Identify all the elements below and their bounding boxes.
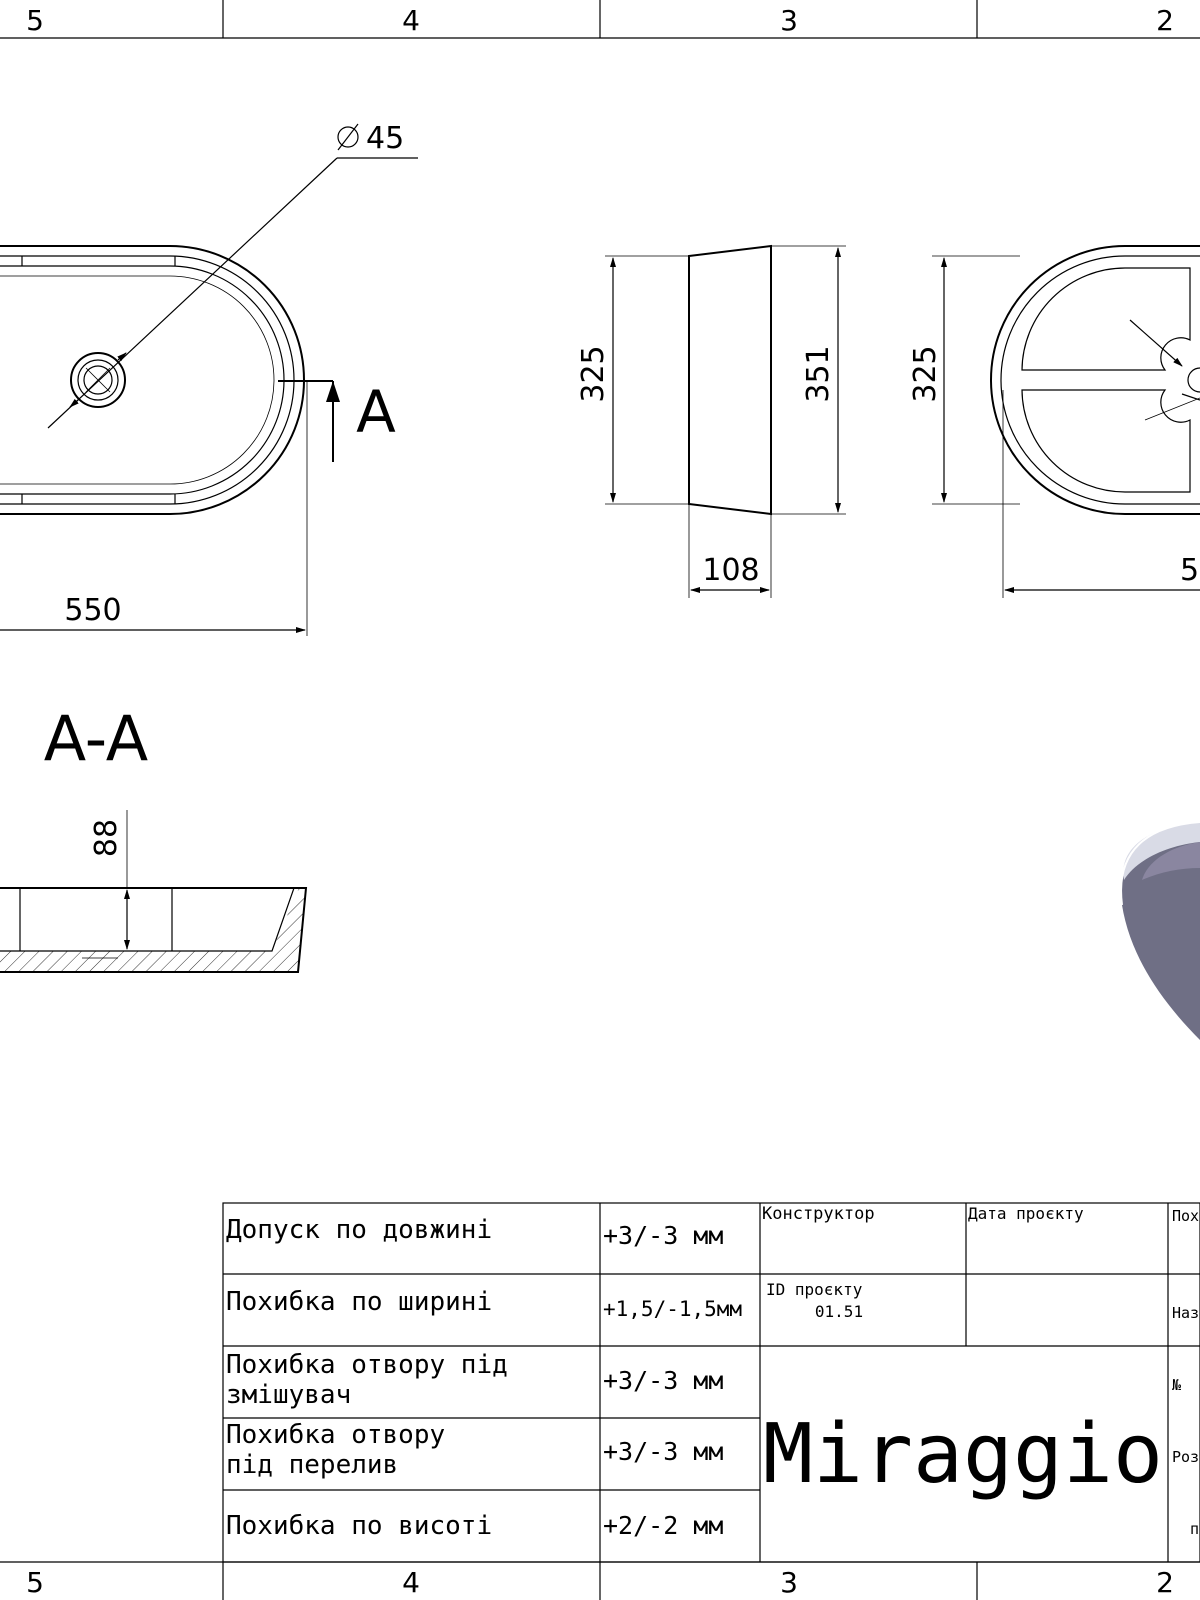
tolerance-label-mixer-hole-line1: Похибка отвору під <box>226 1350 508 1380</box>
tolerance-value-overflow-hole: +3/-3 мм <box>603 1437 723 1466</box>
tolerance-row-height: Похибка по висоті +2/-2 мм <box>226 1511 723 1541</box>
length-dimension-label: 550 <box>64 593 121 628</box>
tolerance-label-overflow-hole-line1: Похибка отвору <box>226 1420 445 1450</box>
tolerance-row-mixer-hole: Похибка отвору під змішувач +3/-3 мм <box>226 1350 723 1410</box>
zone-label-bottom-5: 5 <box>26 1566 44 1599</box>
section-marker-label: A <box>356 378 396 446</box>
project-date-label: Дата проєкту <box>968 1204 1084 1223</box>
tolerance-label-mixer-hole-line2: змішувач <box>226 1380 351 1410</box>
zone-label-top-2: 2 <box>1156 4 1174 37</box>
tolerance-label-overflow-hole-line2: під перелив <box>226 1450 398 1480</box>
tolerance-value-length: +3/-3 мм <box>603 1221 723 1250</box>
side-view: 325 351 108 <box>576 244 846 598</box>
basin-render <box>1120 821 1200 1040</box>
brand-logo: Miraggio <box>763 1407 1163 1502</box>
tolerance-value-mixer-hole: +3/-3 мм <box>603 1366 723 1395</box>
section-height-label: 88 <box>89 819 124 857</box>
zone-label-top-4: 4 <box>402 4 420 37</box>
designer-label: Конструктор <box>762 1204 875 1224</box>
title-block <box>222 1202 1200 1563</box>
zone-frame-bottom: 5 4 3 2 <box>0 1561 1200 1600</box>
right-column-label-3: № <box>1172 1376 1181 1394</box>
drain-hole <box>70 352 126 408</box>
right-column-label-4: Роз <box>1172 1448 1199 1466</box>
right-column-label-2: Наз <box>1172 1304 1199 1322</box>
tolerance-row-width: Похибка по ширині +1,5/-1,5мм <box>226 1287 742 1321</box>
tolerance-value-height: +2/-2 мм <box>603 1511 723 1540</box>
side-depth-inner-label: 351 <box>801 345 836 402</box>
diameter-symbol <box>337 123 359 151</box>
project-id-value: 01.51 <box>815 1302 863 1321</box>
zone-label-top-5: 5 <box>26 4 44 37</box>
tolerance-label-width: Похибка по ширині <box>226 1287 492 1317</box>
section-marker <box>278 380 340 462</box>
project-id-label: ID проєкту <box>766 1280 863 1299</box>
section-title: A-A <box>44 702 148 775</box>
zone-label-top-3: 3 <box>780 4 798 37</box>
tolerance-row-overflow-hole: Похибка отвору під перелив +3/-3 мм <box>226 1420 723 1480</box>
tolerance-value-width: +1,5/-1,5мм <box>603 1297 742 1321</box>
zone-label-bottom-2: 2 <box>1156 1566 1174 1599</box>
right-column-label-1: Пох <box>1172 1207 1199 1225</box>
tolerance-row-length: Допуск по довжині +3/-3 мм <box>226 1215 723 1250</box>
right-view: 325 5 <box>908 245 1200 598</box>
side-height-label: 108 <box>702 553 759 588</box>
hole-diameter-label: 45 <box>366 121 404 156</box>
right-column-label-5: п <box>1190 1520 1199 1538</box>
right-width-partial-label: 5 <box>1180 553 1199 588</box>
tolerance-label-height: Похибка по висоті <box>226 1511 492 1541</box>
top-view: 45 550 A <box>0 121 418 636</box>
zone-label-bottom-4: 4 <box>402 1566 420 1599</box>
right-depth-label: 325 <box>908 345 943 402</box>
zone-label-bottom-3: 3 <box>780 1566 798 1599</box>
section-view: 88 <box>0 810 308 973</box>
side-depth-outer-label: 325 <box>576 345 611 402</box>
zone-frame-top: 5 4 3 2 <box>0 0 1200 39</box>
tolerance-label-length: Допуск по довжині <box>226 1215 492 1245</box>
